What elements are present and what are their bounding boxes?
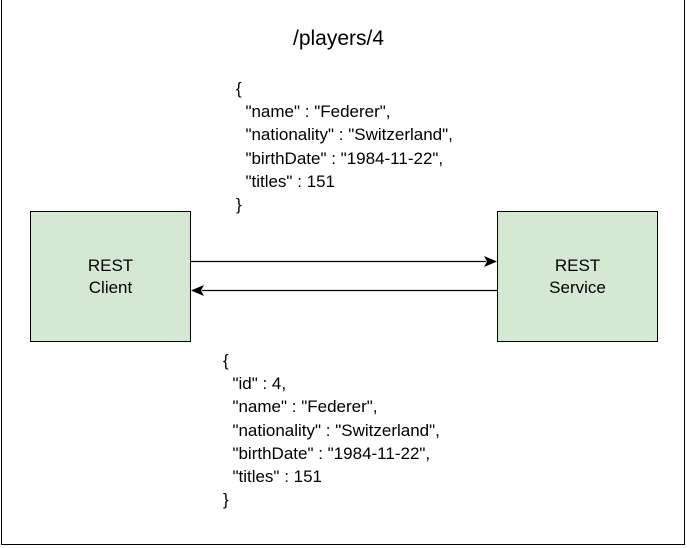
rest-service-box: REST Service bbox=[497, 211, 658, 342]
response-json-body: { "id" : 4, "name" : "Federer", "nationa… bbox=[223, 351, 440, 510]
rest-client-box: REST Client bbox=[30, 211, 191, 342]
endpoint-path: /players/4 bbox=[293, 27, 385, 50]
request-json-body: { "name" : "Federer", "nationality" : "S… bbox=[236, 79, 453, 215]
